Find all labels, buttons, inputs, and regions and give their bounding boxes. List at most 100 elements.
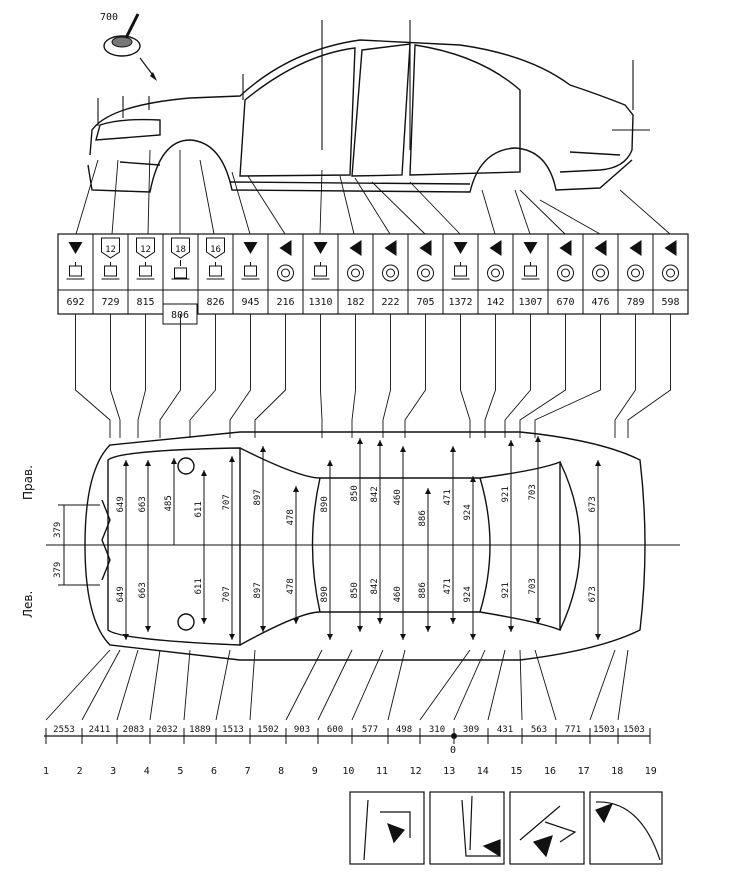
leader-line xyxy=(519,314,566,438)
number-badge-icon: 12 xyxy=(136,237,155,259)
leader-line xyxy=(627,314,671,438)
dim-value-lower: 886 xyxy=(418,582,428,598)
arrow-marker-icon xyxy=(419,240,432,256)
ring-marker-icon xyxy=(382,264,399,282)
position-label: 15 xyxy=(510,766,522,777)
arrow-marker-icon xyxy=(594,240,607,256)
leader-line xyxy=(487,649,506,721)
strip-cell: 476 xyxy=(582,234,610,314)
position-label: 9 xyxy=(312,766,318,777)
dimension-line: 924 xyxy=(463,545,476,640)
leader-line xyxy=(137,314,146,438)
strip-cell: 705 xyxy=(407,234,435,314)
dim-value-upper: 842 xyxy=(370,486,380,502)
leader-line xyxy=(189,314,216,438)
dimension-line: 471 xyxy=(443,545,456,624)
badge-number: 18 xyxy=(175,245,186,255)
strip-cell: 216 xyxy=(267,234,295,314)
dimension-line: 886 xyxy=(418,545,431,632)
arrow-marker-icon xyxy=(629,240,642,256)
dimension-line: 897 xyxy=(253,545,266,632)
strip-cell: 945 xyxy=(232,234,260,314)
leader-line xyxy=(215,649,231,721)
dim-value-upper: 850 xyxy=(350,485,360,501)
bottom-dim-value: 600 xyxy=(327,725,343,735)
top-value: 598 xyxy=(661,297,679,308)
leader-line xyxy=(419,649,471,721)
dimension-line: 842 xyxy=(370,545,383,624)
mount-marker-icon xyxy=(521,262,540,280)
detail-inset-2 xyxy=(429,791,505,865)
leader-line xyxy=(460,314,471,438)
plan-leader-lines xyxy=(75,314,671,438)
top-value: 826 xyxy=(206,297,224,308)
dimension-line: 897 xyxy=(253,446,266,545)
bottom-dim-value: 1889 xyxy=(189,725,211,735)
dimension-line: 611 xyxy=(194,470,207,545)
bottom-dim-value: 2553 xyxy=(53,725,75,735)
leader-line xyxy=(229,314,251,438)
dimension-line: 611 xyxy=(194,545,207,624)
dim-value-lower: 842 xyxy=(370,578,380,594)
position-label: 4 xyxy=(144,766,150,777)
dim-value-upper: 707 xyxy=(222,494,232,510)
plan-dimension-lines: 649 663 485 611 707 897 478 890 850 842 460 886 471 9… xyxy=(116,436,601,640)
leader-line xyxy=(149,649,161,721)
leader-line xyxy=(159,314,181,438)
bottom-dim-value: 577 xyxy=(362,725,378,735)
dim-value-lower: 673 xyxy=(588,586,598,602)
dim-379-group: 379 379 xyxy=(53,504,100,586)
dim-value-upper: 663 xyxy=(138,496,148,512)
top-value: 692 xyxy=(66,297,84,308)
tool-illustration: 700 xyxy=(100,12,157,81)
dimension-line: 485 xyxy=(164,458,177,545)
top-leader-lines xyxy=(75,149,671,235)
leader-line xyxy=(504,314,531,438)
mount-marker-icon xyxy=(206,262,225,280)
car-side-view xyxy=(87,39,634,193)
leader-line xyxy=(249,649,256,721)
badge-number: 12 xyxy=(105,245,116,255)
dimension-line: 673 xyxy=(588,545,601,640)
leader-line xyxy=(589,649,616,721)
dimension-line: 921 xyxy=(501,440,514,545)
side-view-arrows xyxy=(97,20,650,150)
mount-marker-icon xyxy=(241,262,260,280)
leader-line xyxy=(351,314,356,438)
dim-value-lower: 921 xyxy=(501,582,511,598)
dim-value-upper: 478 xyxy=(286,509,296,525)
dimension-line: 842 xyxy=(370,440,383,545)
dimension-line: 707 xyxy=(222,456,235,545)
bottom-dim-value: 2032 xyxy=(156,725,178,735)
zero-label: 0 xyxy=(450,745,456,756)
leader-line xyxy=(617,649,629,721)
leader-line xyxy=(484,314,496,438)
top-value: 182 xyxy=(346,297,364,308)
leader-line xyxy=(404,314,426,438)
leader-line xyxy=(534,649,557,721)
top-value: 729 xyxy=(101,297,119,308)
arrow-marker-icon xyxy=(489,240,502,256)
dim-value-lower: 890 xyxy=(320,586,330,602)
mount-marker-icon xyxy=(136,262,155,280)
dimension-line: 703 xyxy=(528,436,541,545)
leader-line xyxy=(317,649,353,721)
arrow-marker-icon xyxy=(559,240,572,256)
dim-value-upper: 673 xyxy=(588,496,598,512)
number-badge-icon: 16 xyxy=(206,237,225,259)
top-value: 222 xyxy=(381,297,399,308)
dimension-line: 850 xyxy=(350,438,363,545)
leader-line xyxy=(320,314,323,438)
position-label: 13 xyxy=(443,766,455,777)
detail-inset-3 xyxy=(509,791,585,865)
dim-value-upper: 649 xyxy=(116,496,126,512)
strip-cell: 16 826 xyxy=(197,234,225,314)
ring-marker-icon xyxy=(417,264,434,282)
dim-value-lower: 478 xyxy=(286,578,296,594)
car-plan-view xyxy=(84,431,646,661)
strip-cell: 598 xyxy=(652,234,680,314)
ring-marker-icon xyxy=(592,264,609,282)
dimension-line: 460 xyxy=(393,446,406,545)
